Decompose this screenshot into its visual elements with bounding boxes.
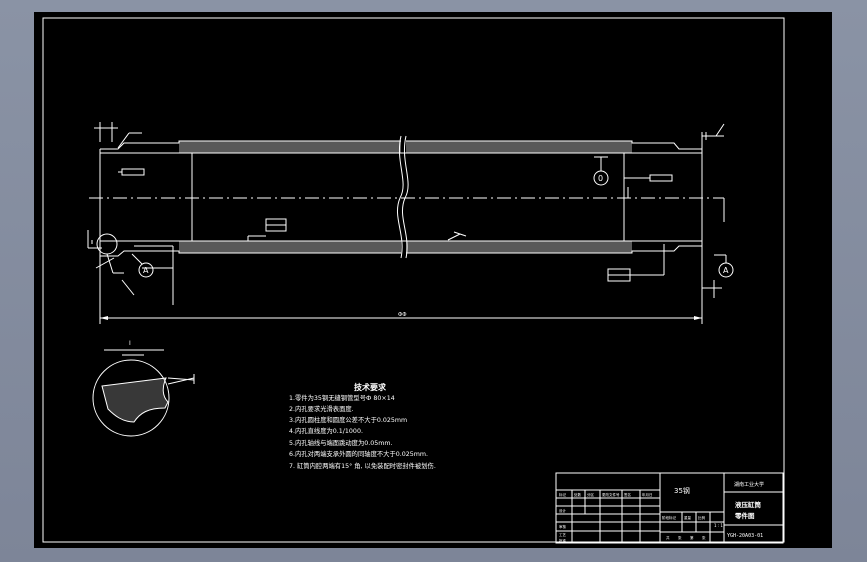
tb-label-sheet-b: 张	[702, 535, 706, 540]
tb-scale: 1 : 1	[714, 523, 723, 528]
tb-label-total: 共	[666, 535, 670, 540]
drawing-frame	[42, 17, 785, 543]
tb-drawing-no: YGH-20A03-01	[727, 533, 763, 539]
tb-label-count: 处数	[574, 492, 582, 497]
tb-label-sign: 签名	[624, 492, 631, 497]
tb-label-nth: 第	[690, 535, 694, 540]
tb-label-process: 工艺	[559, 532, 567, 537]
tech-note-2: 2.内孔要求光滑表面度.	[289, 404, 354, 413]
tb-org: 湖南工业大学	[734, 481, 764, 488]
technical-requirements: 技术要求 1.零件为35钢无缝钢管型号Ф 80×14 2.内孔要求光滑表面度. …	[289, 382, 436, 470]
tech-note-7: 7. 缸筒内腔两端有15° 角, 以免装配时密封件被划伤.	[289, 461, 436, 470]
tb-label-date: 年月日	[642, 492, 653, 497]
tb-material: 35钢	[674, 486, 690, 495]
tech-note-3: 3.内孔圆柱度和圆度公差不大于0.025mm	[289, 415, 407, 424]
tb-label-sheet-a: 张	[678, 535, 682, 540]
tb-part-name-1: 液压缸筒	[735, 500, 762, 509]
tb-part-name-2: 零件图	[734, 511, 755, 520]
drawing-canvas: ФФ	[42, 17, 785, 544]
tb-label-ratio: 比例	[698, 515, 706, 520]
tube-view: ФФ	[87, 122, 734, 324]
tb-label-review: 审核	[559, 524, 567, 529]
tb-label-stage: 阶段标记	[662, 515, 676, 520]
tb-label-approve: 批准	[559, 538, 567, 543]
drawing-sheet: ФФ	[34, 12, 832, 548]
tech-note-5: 5.内孔轴线与端面跳动度为0.05mm.	[289, 438, 393, 447]
length-dimension: ФФ	[398, 312, 407, 318]
datum-a-left	[138, 262, 154, 278]
tb-label-change: 更改文件号	[602, 492, 620, 497]
tech-note-6: 6.内孔对两端支承外圆的同轴度不大于0.025mm.	[289, 449, 428, 458]
tb-label-design: 设计	[559, 508, 567, 513]
title-block: 35钢 湖南工业大学 液压缸筒 零件图 YGH-20A03-01 1 : 1 标…	[555, 472, 784, 544]
tb-label-weight: 重量	[684, 515, 692, 520]
datum-a-right-label: A	[723, 266, 729, 275]
datum-a-left-label: A	[143, 266, 149, 275]
detail-view-i: I	[92, 340, 195, 437]
tech-note-1: 1.零件为35钢无缝钢管型号Ф 80×14	[289, 393, 395, 402]
tb-label-mark: 标记	[559, 492, 567, 497]
tb-label-zone: 分区	[587, 492, 595, 497]
tech-title: 技术要求	[354, 382, 387, 392]
detail-section-marker: I	[129, 340, 131, 347]
tech-note-4: 4.内孔直线度为0.1/1000.	[289, 426, 363, 435]
balloon-zero-label: 0	[598, 174, 603, 183]
